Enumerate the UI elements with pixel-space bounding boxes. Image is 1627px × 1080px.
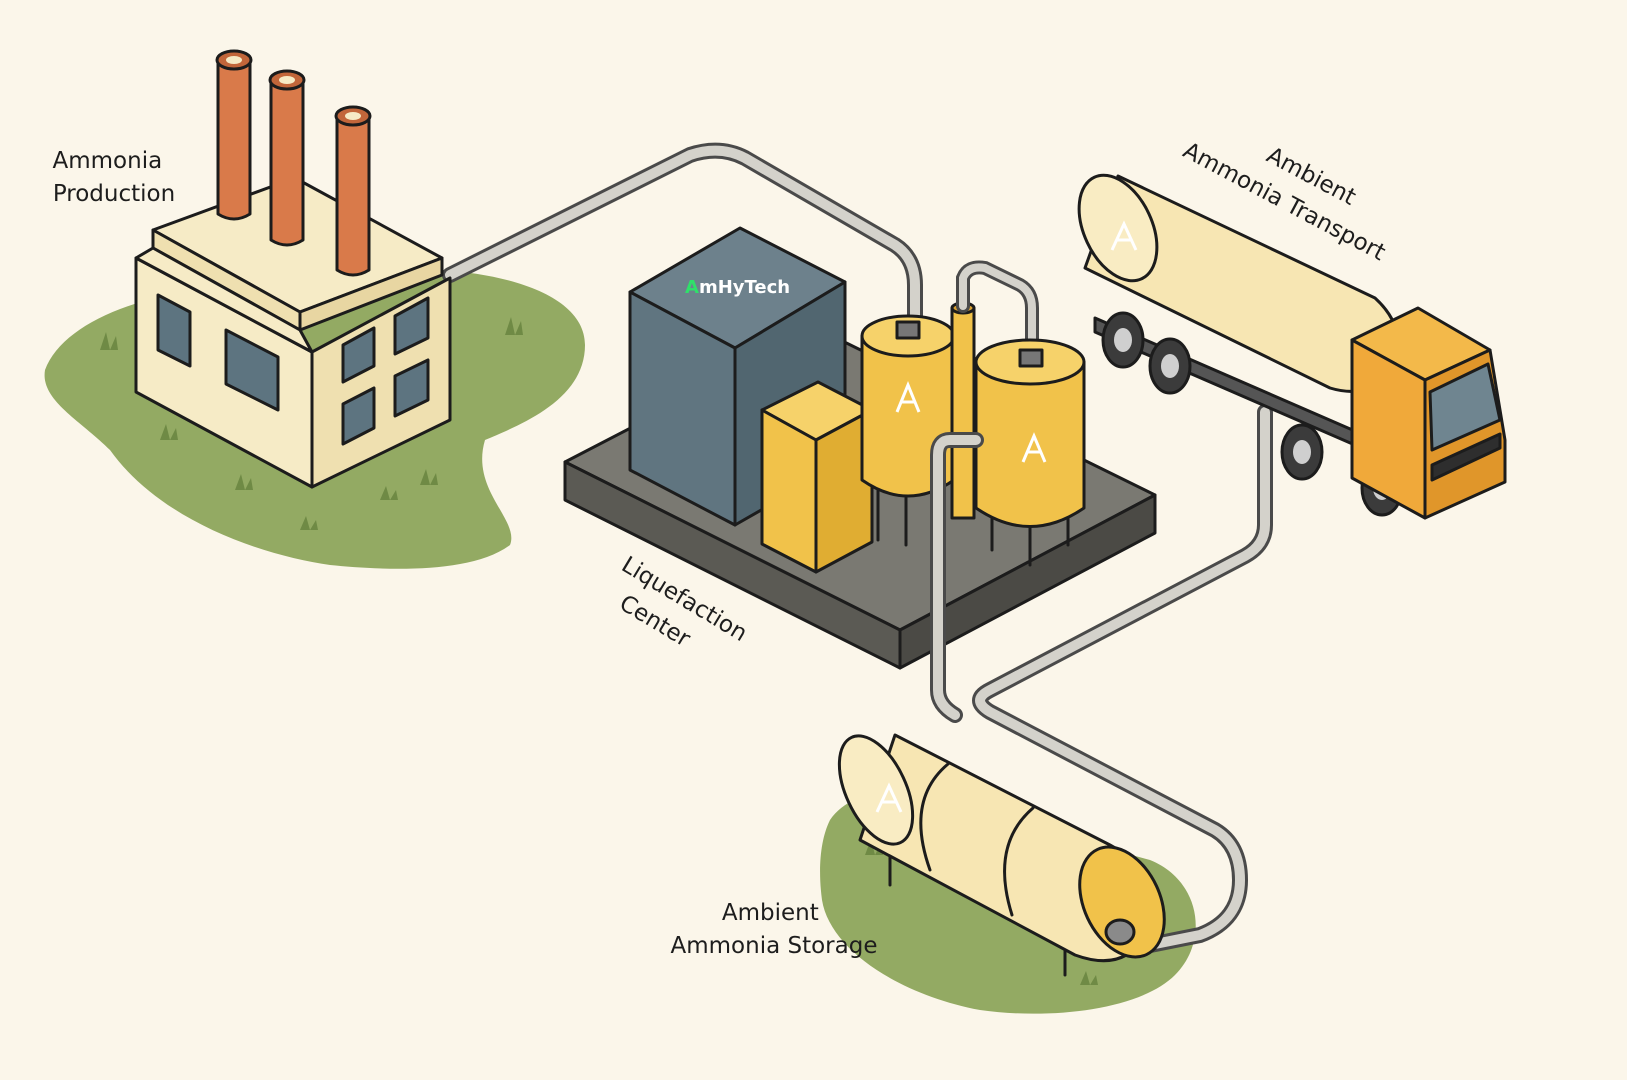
label-ammonia-production: Ammonia Production (53, 148, 176, 207)
logo-icon (1021, 432, 1047, 463)
chimney-icon (268, 69, 306, 247)
logo-icon (895, 381, 921, 413)
pipe-icon (930, 432, 984, 723)
label-ambient-ammonia-storage: Ambient Ammonia Storage (671, 900, 878, 959)
pipe-icon (442, 142, 1273, 953)
brand-logo: AmHyTech (685, 277, 790, 298)
yellow-unit-box (760, 380, 874, 574)
truck-icon (1077, 173, 1507, 520)
logo-icon (875, 782, 903, 813)
chimney-icon (215, 49, 253, 221)
chimney-icon (334, 105, 372, 277)
storage-tank (837, 733, 1166, 977)
logo-icon (1110, 220, 1138, 251)
factory-icon (134, 49, 452, 489)
